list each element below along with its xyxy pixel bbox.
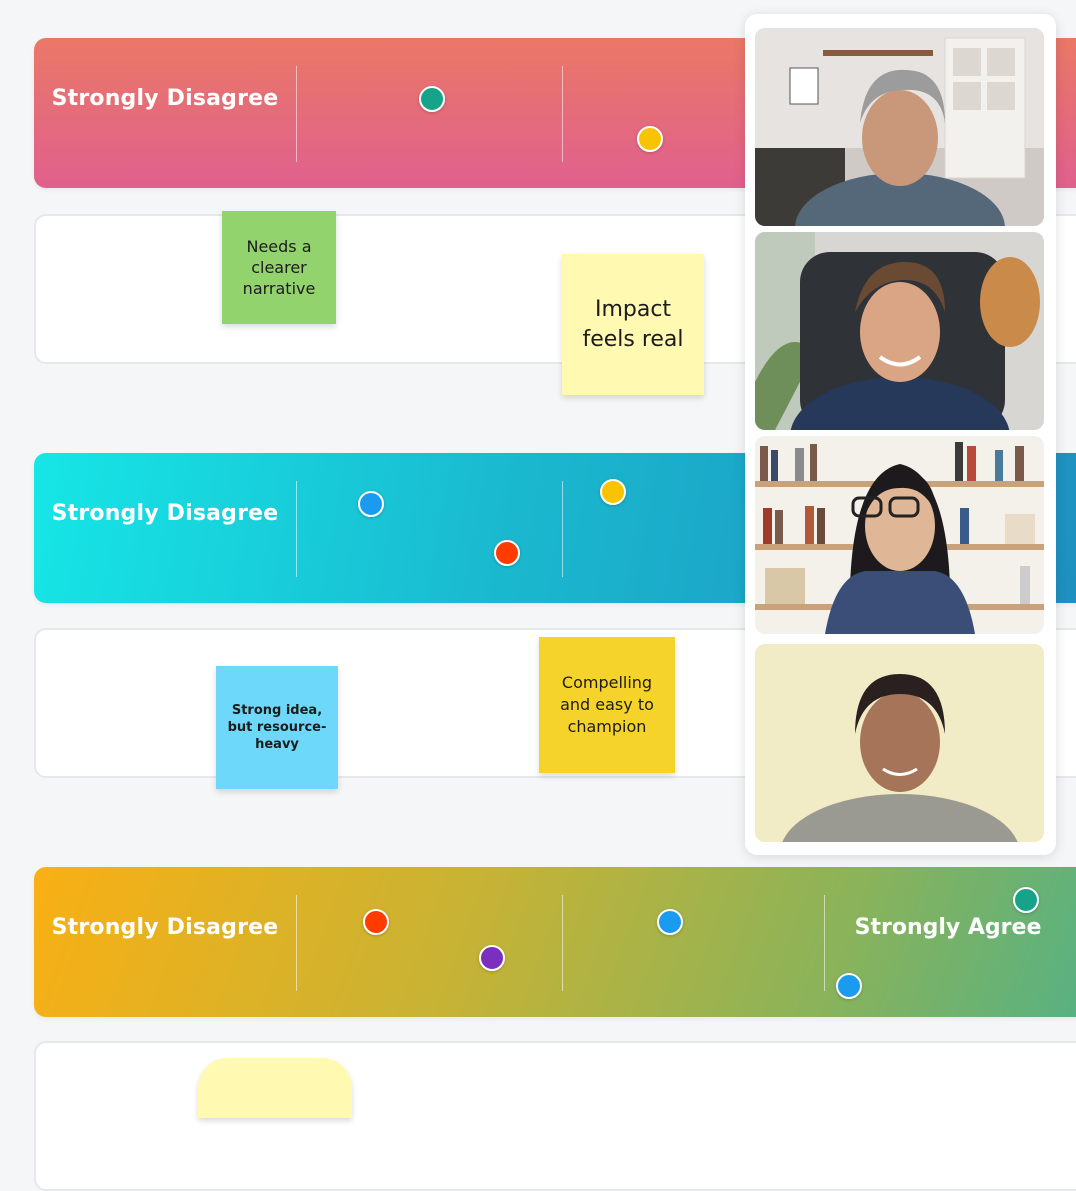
scale-right-label: Strongly Agree xyxy=(854,915,1042,940)
participant-4-video xyxy=(755,644,1044,842)
sticky-note-text: Strong idea, but resource-heavy xyxy=(227,703,327,752)
sticky-note-text: Compelling and easy to champion xyxy=(560,673,654,736)
scale-divider xyxy=(562,481,563,577)
participant-3-video xyxy=(755,436,1044,634)
scale-divider xyxy=(296,66,297,162)
sticky-note[interactable]: Impact feels real xyxy=(562,254,704,395)
scale-divider xyxy=(824,895,825,991)
vote-dot[interactable] xyxy=(657,909,683,935)
vote-dot[interactable] xyxy=(637,126,663,152)
vote-dot[interactable] xyxy=(363,909,389,935)
participant-video-tile[interactable] xyxy=(755,644,1044,842)
sticky-note[interactable]: Compelling and easy to champion xyxy=(539,637,675,773)
sticky-note[interactable]: Strong idea, but resource-heavy xyxy=(216,666,338,789)
sticky-note-text: Impact feels real xyxy=(582,296,684,352)
notes-row-3 xyxy=(34,1041,1076,1191)
participant-2-video xyxy=(755,232,1044,430)
sticky-note[interactable] xyxy=(198,1058,352,1118)
scale-left-label: Strongly Disagree xyxy=(51,915,279,940)
vote-dot[interactable] xyxy=(600,479,626,505)
vote-dot[interactable] xyxy=(358,491,384,517)
sticky-note[interactable]: Needs a clearer narrative xyxy=(222,211,336,324)
participant-video-tile[interactable] xyxy=(755,232,1044,430)
vote-dot[interactable] xyxy=(836,973,862,999)
scale-left-label: Strongly Disagree xyxy=(51,86,279,111)
sticky-note-text: Needs a clearer narrative xyxy=(242,237,316,298)
scale-divider xyxy=(296,481,297,577)
participant-video-tile[interactable] xyxy=(755,436,1044,634)
vote-dot[interactable] xyxy=(479,945,505,971)
participant-video-tile[interactable] xyxy=(755,28,1044,226)
video-call-panel xyxy=(745,14,1056,855)
vote-dot[interactable] xyxy=(419,86,445,112)
participant-1-video xyxy=(755,28,1044,226)
vote-dot[interactable] xyxy=(494,540,520,566)
scale-divider xyxy=(562,895,563,991)
scale-left-label: Strongly Disagree xyxy=(51,501,279,526)
rating-scale-3: Strongly Disagree Strongly Agree xyxy=(34,867,1076,1017)
vote-dot[interactable] xyxy=(1013,887,1039,913)
scale-divider xyxy=(296,895,297,991)
scale-divider xyxy=(562,66,563,162)
